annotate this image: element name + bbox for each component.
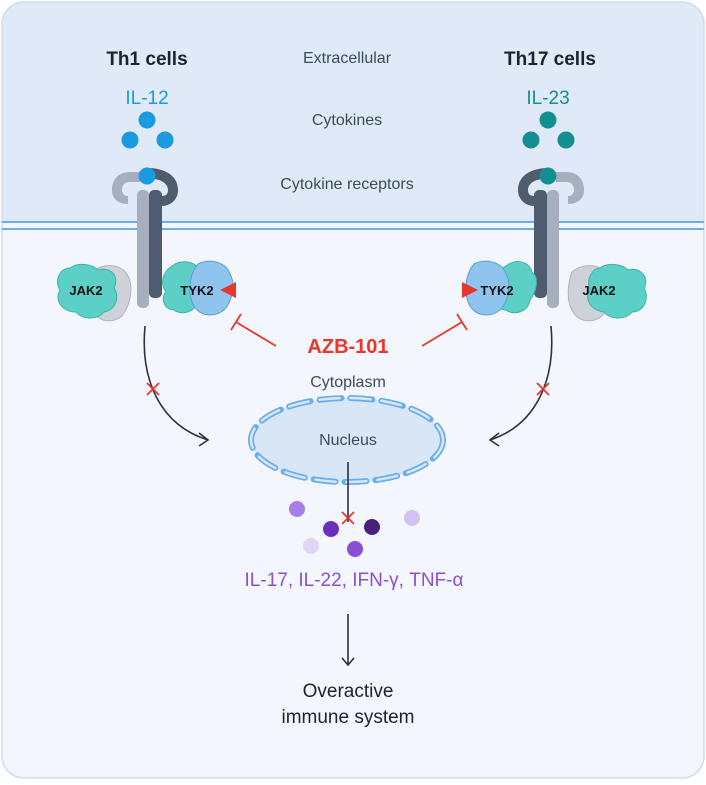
tyk2-right: TYK2: [462, 260, 537, 316]
blocked-x-icon: [146, 382, 550, 396]
il23-label: IL-23: [526, 88, 569, 109]
tyk2-right-label: TYK2: [480, 283, 513, 298]
il12-label: IL-12: [125, 88, 168, 109]
outcome-arrow: [341, 614, 355, 667]
th1-title: Th1 cells: [106, 49, 187, 70]
inflammatory-cytokines-label: IL-17, IL-22, IFN-γ, TNF-α: [245, 570, 464, 591]
il23-receptor: [518, 167, 584, 308]
receptors-label: Cytokine receptors: [280, 176, 413, 193]
tyk2-left-label: TYK2: [180, 283, 213, 298]
tyk2-right-binding-site-icon: [462, 282, 478, 298]
jak2-right-label: JAK2: [582, 283, 615, 298]
drug-inhibition-lines: [230, 313, 468, 347]
outcome-line-2: immune system: [281, 707, 414, 728]
cytoplasm-label: Cytoplasm: [310, 374, 386, 391]
jak2-left-label: JAK2: [69, 283, 102, 298]
nucleus-output-arrow: [341, 462, 355, 525]
jak2-right: JAK2: [567, 263, 647, 322]
nucleus: [248, 395, 446, 485]
signal-arrow-left: [143, 325, 210, 447]
inflammatory-cytokine-dots: [289, 501, 420, 557]
il12-cytokine-dots: [121, 111, 174, 149]
cytokines-label: Cytokines: [312, 112, 382, 129]
extracellular-label: Extracellular: [303, 50, 392, 67]
tyk2-left-binding-site-icon: [220, 282, 236, 298]
cell-membrane: [2, 221, 704, 230]
outcome-line-1: Overactive: [303, 681, 394, 702]
jak2-left: JAK2: [57, 263, 132, 322]
il12-receptor: [112, 167, 178, 308]
nucleus-label: Nucleus: [319, 432, 377, 449]
tyk2-left: TYK2: [162, 260, 236, 316]
il23-cytokine-dots: [522, 111, 575, 149]
signal-arrow-right: [488, 325, 553, 447]
drug-label: AZB-101: [307, 336, 388, 358]
th17-title: Th17 cells: [504, 49, 596, 70]
